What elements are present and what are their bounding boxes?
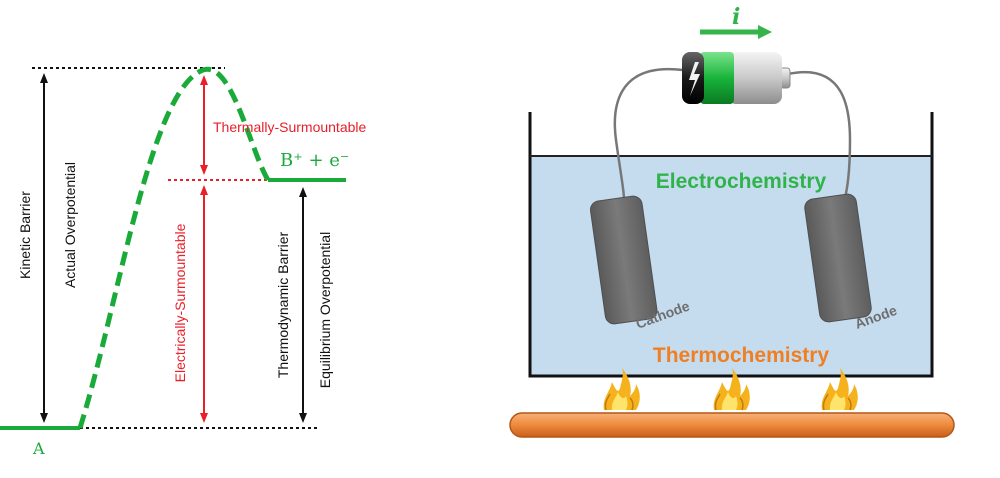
thermally-surmountable-label: Thermally-Surmountable	[213, 119, 366, 135]
anode-wire	[787, 70, 852, 206]
lightning-icon	[689, 62, 700, 96]
product-label: B⁺ + e⁻	[280, 150, 349, 171]
anode-plate	[804, 193, 872, 323]
electrically-surmountable-label: Electrically-Surmountable	[172, 223, 188, 382]
flame-icon	[821, 368, 858, 411]
battery	[682, 52, 791, 104]
anode	[804, 193, 872, 323]
thermodynamic-barrier-label: Thermodynamic Barrier	[275, 232, 291, 379]
actual-overpotential-label: Actual Overpotential	[62, 162, 78, 288]
flame-icon	[713, 368, 750, 411]
battery-grey-cell	[728, 52, 782, 104]
cathode-wire	[613, 67, 684, 206]
electrochemistry-label: Electrochemistry	[656, 170, 827, 193]
cell-diagram: i Cathode Anode Electrochemistry Thermoc…	[509, 4, 955, 438]
battery-green-cell	[700, 52, 734, 104]
cathode-plate	[590, 195, 658, 325]
kinetic-barrier-label: Kinetic Barrier	[17, 191, 33, 279]
energy-diagram: Kinetic Barrier Actual Overpotential Ele…	[0, 66, 366, 458]
equilibrium-overpotential-label: Equilibrium Overpotential	[317, 232, 333, 388]
heater-plate	[509, 412, 955, 438]
current-symbol: i	[732, 4, 740, 30]
flame-icon	[603, 368, 640, 411]
reaction-path-curve	[77, 66, 271, 429]
cathode	[590, 195, 658, 325]
beaker	[528, 112, 934, 378]
reactant-label: A	[32, 439, 45, 458]
thermochemistry-label: Thermochemistry	[653, 344, 830, 367]
